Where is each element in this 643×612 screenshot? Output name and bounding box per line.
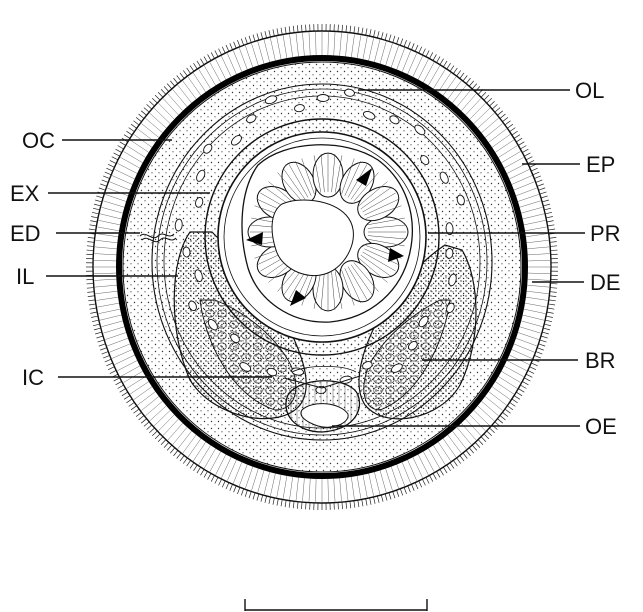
label-de: DE [590,270,621,295]
label-oe: OE [585,414,617,439]
label-br: BR [585,348,616,373]
label-oc: OC [22,128,55,153]
label-ed: ED [10,221,41,246]
scale-bar [245,599,427,611]
label-ic: IC [22,365,44,390]
label-ol: OL [575,78,604,103]
label-ex: EX [10,181,40,206]
label-pr: PR [590,221,621,246]
label-ep: EP [586,152,615,177]
label-il: IL [16,264,34,289]
pharynx-lumen [242,145,412,322]
